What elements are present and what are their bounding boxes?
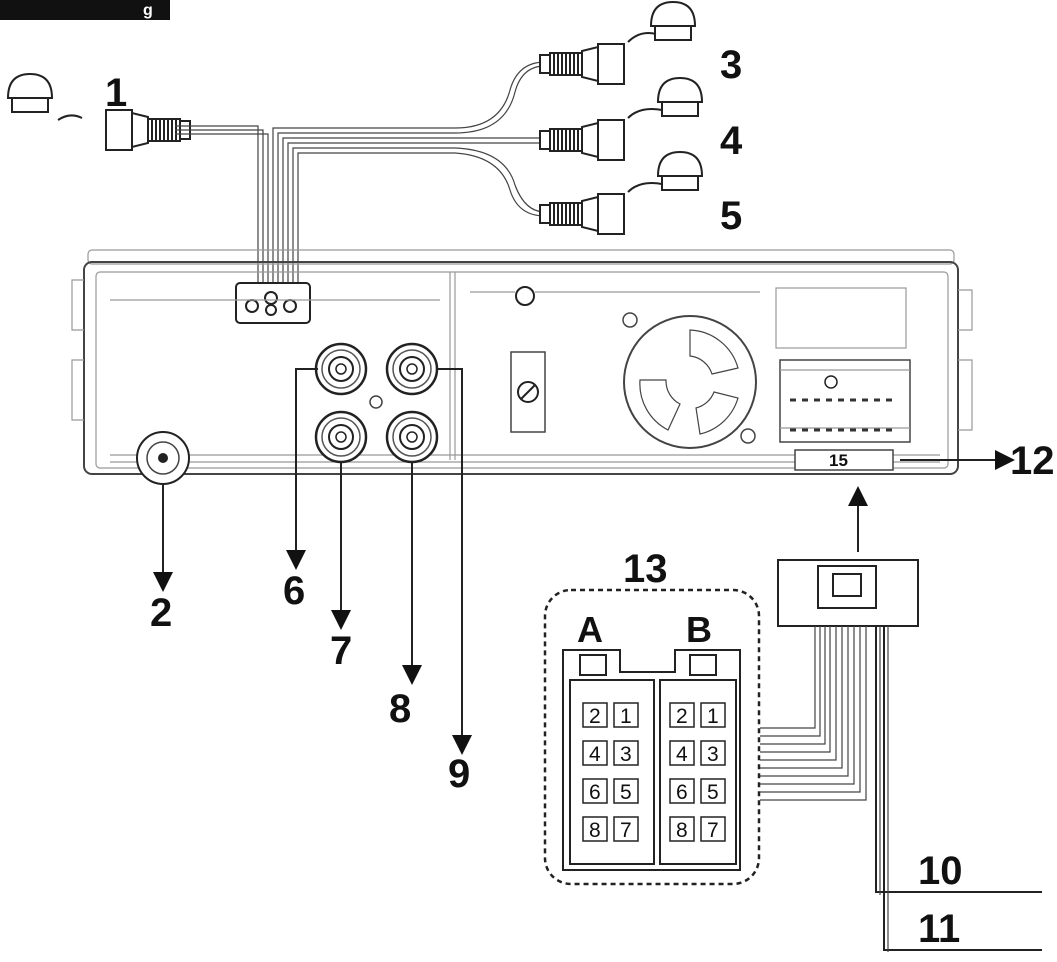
callout-12: 12: [1010, 439, 1055, 483]
pin-b-4: 4: [676, 743, 688, 766]
rca-cable-harness: [7, 1, 703, 324]
pin-b-6: 6: [676, 781, 688, 804]
pin-b-5: 5: [707, 781, 719, 804]
cooling-fan: [622, 312, 757, 449]
connector-b-pins: 2 1 4 3 6 5 8 7: [669, 702, 726, 842]
callout-9: 9: [448, 752, 470, 796]
rca-socket-6: [314, 342, 368, 396]
pin-a-5: 5: [620, 781, 632, 804]
pin-a-2: 2: [589, 705, 601, 728]
header-text: g: [143, 2, 153, 19]
pin-b-1: 1: [707, 705, 719, 728]
callout-8: 8: [389, 687, 411, 731]
callout-4: 4: [720, 119, 743, 163]
pin-b-7: 7: [707, 819, 719, 842]
pin-a-7: 7: [620, 819, 632, 842]
iso-connector-block: 15: [775, 287, 911, 471]
block-15-label: 15: [829, 451, 848, 470]
callout-3: 3: [720, 43, 742, 87]
pin-a-3: 3: [620, 743, 632, 766]
header-bar: g: [0, 0, 170, 20]
rca-socket-8: [385, 410, 439, 464]
antenna-socket: [136, 431, 190, 485]
pin-b-8: 8: [676, 819, 688, 842]
connector-b-letter: B: [686, 609, 712, 650]
rca-socket-7: [314, 410, 368, 464]
connector-a-letter: A: [577, 609, 603, 650]
pin-a-1: 1: [620, 705, 632, 728]
callout-11: 11: [918, 907, 960, 951]
rca-socket-9: [385, 342, 439, 396]
connector-a-pins: 2 1 4 3 6 5 8 7: [582, 702, 639, 842]
iso-connector-13: A B 2 1 4 3 6 5 8 7: [543, 588, 761, 886]
callout-5: 5: [720, 194, 742, 238]
leader-lines: [153, 368, 1015, 755]
pin-a-8: 8: [589, 819, 601, 842]
pin-b-2: 2: [676, 705, 688, 728]
harness-plug: [760, 559, 1042, 952]
pin-a-4: 4: [589, 743, 601, 766]
callout-2: 2: [150, 591, 172, 635]
radio-chassis: 15: [71, 249, 973, 485]
callout-labels: 1 2 3 4 5 6 7 8 9 10 11 12 13: [105, 43, 1055, 951]
callout-7: 7: [330, 629, 352, 673]
pin-a-6: 6: [589, 781, 601, 804]
callout-10: 10: [918, 849, 963, 893]
pin-b-3: 3: [707, 743, 719, 766]
callout-1: 1: [105, 71, 127, 115]
callout-6: 6: [283, 569, 305, 613]
callout-13: 13: [623, 547, 668, 591]
